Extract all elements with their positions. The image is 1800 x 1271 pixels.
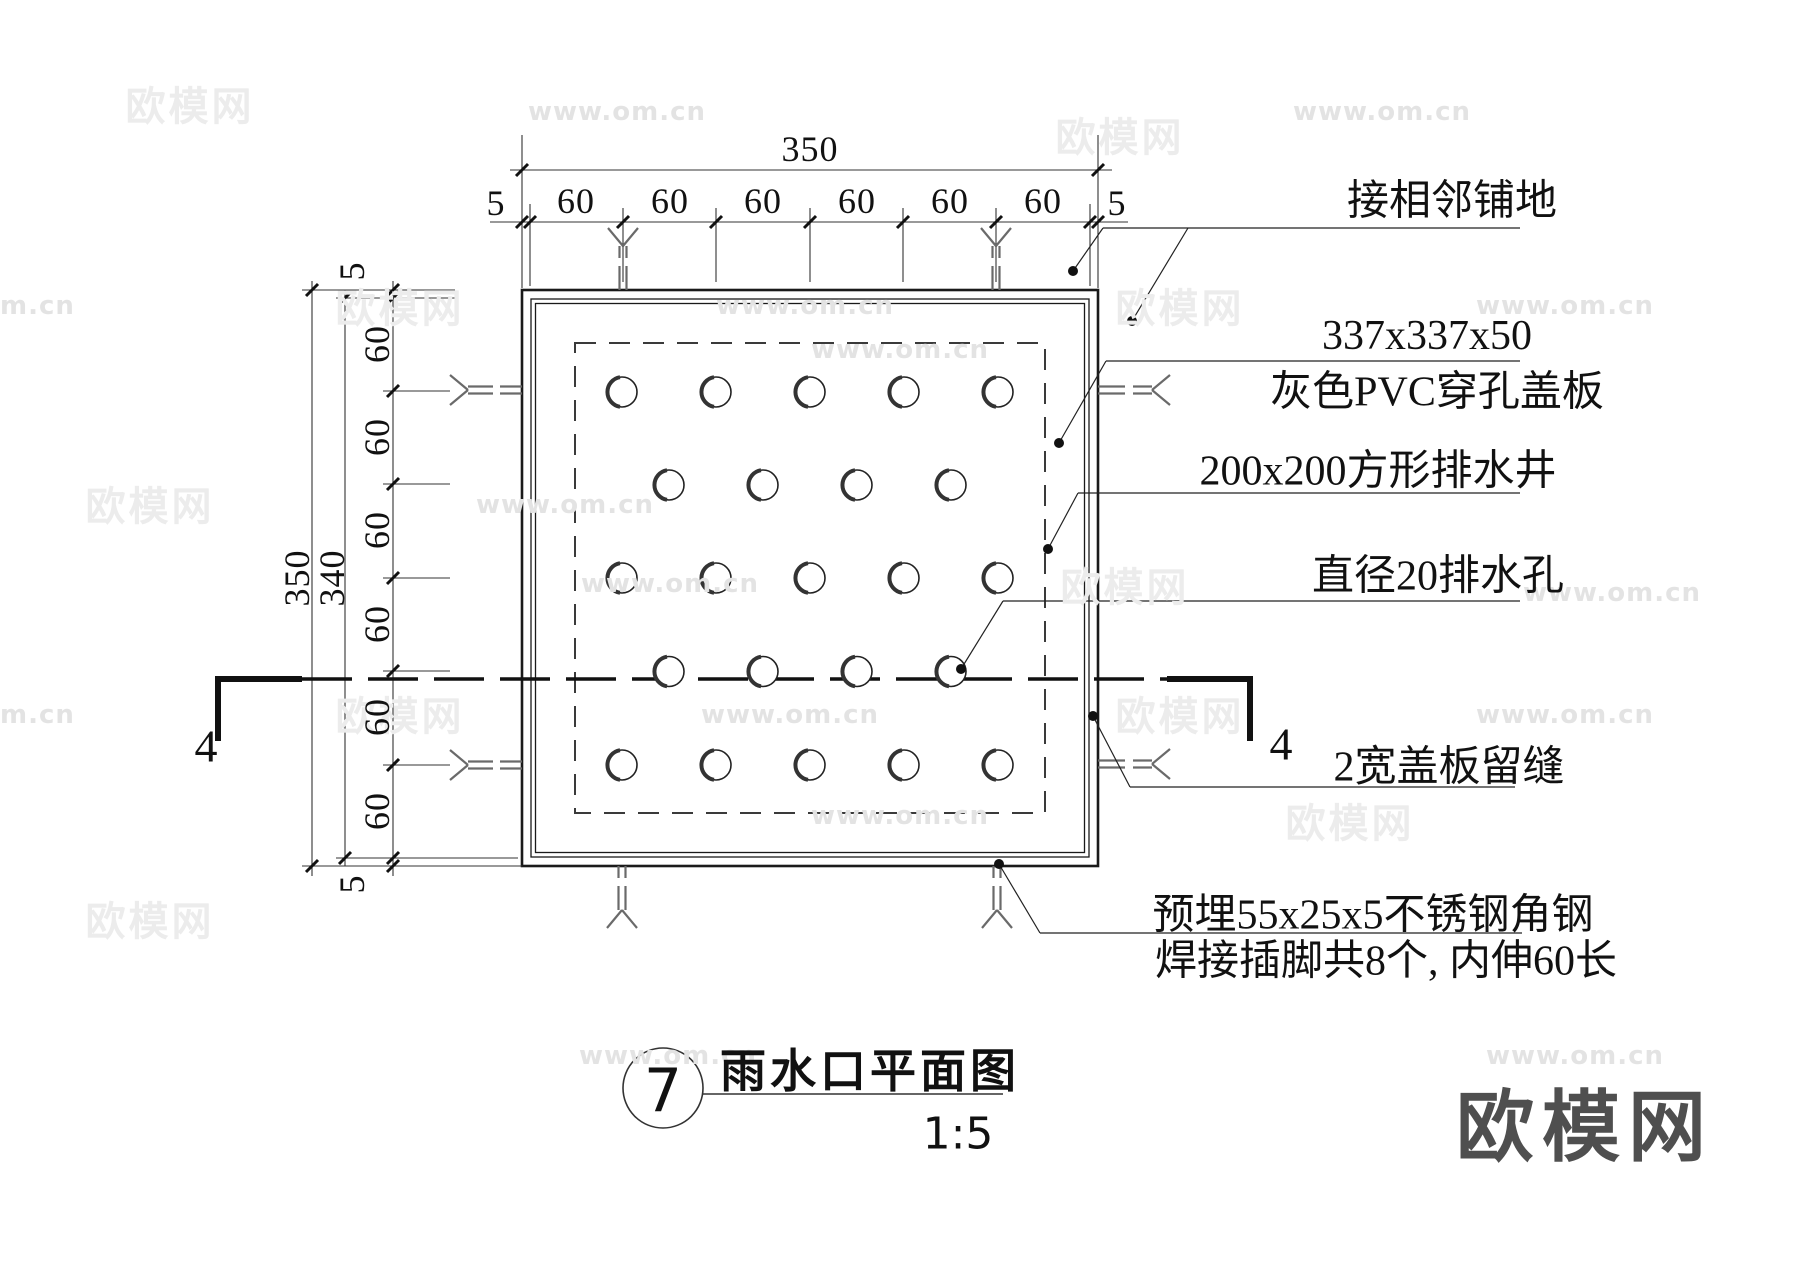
drawing-title: 雨水口平面图	[720, 1046, 1020, 1097]
dim-top-5-left: 5	[486, 183, 506, 223]
label-cover-size: 337x337x50	[1322, 313, 1532, 359]
dim-top-60: 60	[1024, 181, 1062, 221]
label-drain-hole: 直径20排水孔	[1311, 553, 1565, 600]
drain-frame	[520, 288, 1100, 868]
dim-top-60: 60	[931, 181, 969, 221]
dim-left-inner: 340	[312, 549, 352, 607]
dim-left-60: 60	[357, 418, 397, 456]
section-bracket-right	[1167, 676, 1253, 741]
label-steel-angle-line2: 焊接插脚共8个, 内伸60长	[1154, 938, 1618, 985]
dim-top-overall: 350	[781, 129, 839, 169]
detail-number-circle	[622, 1047, 704, 1129]
title-block-lines	[622, 1047, 1003, 1129]
dim-left-60: 60	[357, 605, 397, 643]
label-drain-well: 200x200方形排水井	[1199, 448, 1557, 495]
dim-left-5-bottom: 5	[332, 874, 372, 894]
dim-left-5-top: 5	[332, 261, 372, 281]
leader-lines	[960, 227, 1522, 934]
weld-leg-symbols	[449, 227, 1171, 929]
label-cover-gap: 2宽盖板留缝	[1333, 744, 1565, 791]
dim-top-60: 60	[651, 181, 689, 221]
label-pvc-cover: 灰色PVC穿孔盖板	[1270, 369, 1604, 416]
dim-top-60: 60	[838, 181, 876, 221]
dim-left-60: 60	[357, 325, 397, 363]
dim-left-60: 60	[357, 792, 397, 830]
label-adjacent-paving: 接相邻铺地	[1346, 178, 1558, 225]
section-line	[215, 676, 1253, 741]
section-number-left: 4	[194, 720, 218, 772]
drawing-scale: 1:5	[922, 1108, 994, 1160]
leader-dots	[956, 266, 1137, 869]
dim-top-60: 60	[744, 181, 782, 221]
dim-top-5-right: 5	[1107, 183, 1127, 223]
detail-number: 7	[643, 1056, 683, 1126]
hidden-well-outline	[574, 342, 1046, 814]
dim-left-60: 60	[357, 511, 397, 549]
section-bracket-left	[215, 676, 302, 741]
drain-holes	[605, 375, 1014, 782]
dim-left-60: 60	[357, 698, 397, 736]
dim-top-60: 60	[557, 181, 595, 221]
label-steel-angle-line1: 预埋55x25x5不锈钢角钢	[1152, 892, 1594, 939]
dimension-lines	[302, 135, 1128, 876]
section-number-right: 4	[1269, 718, 1293, 770]
dimension-ticks	[304, 162, 1106, 874]
